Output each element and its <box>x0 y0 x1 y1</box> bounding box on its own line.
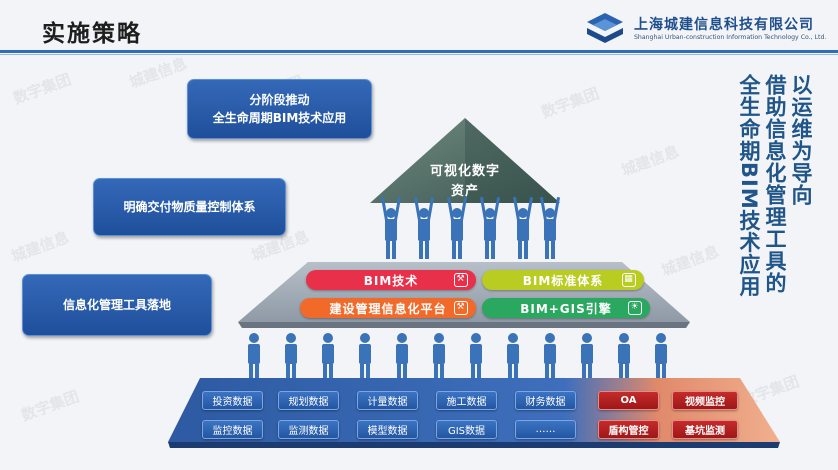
page-title: 实施策略 <box>42 21 142 47</box>
pill-label: BIM标准体系 <box>522 273 604 288</box>
company-logo-icon <box>587 13 623 43</box>
header-divider <box>0 50 838 53</box>
pill-label: 建设管理信息化平台 <box>329 301 447 316</box>
data-cell: 投资数据 <box>202 391 263 410</box>
slogan-line: 全生命期BIM技术应用 <box>737 74 761 298</box>
bulb-icon: ☀ <box>628 301 642 315</box>
pill-bim-gis: BIM+GIS引擎 ☀ <box>482 298 650 318</box>
support-figures-bottom <box>248 333 667 378</box>
wrench-icon: ⚒ <box>454 273 468 287</box>
slogan: 以运维为导向 借助信息化管理工具的 全生命期BIM技术应用 <box>708 74 814 304</box>
tools-icon: ⚒ <box>454 301 468 315</box>
system-cell: 基坑监测 <box>672 420 738 439</box>
data-cell: 模型数据 <box>357 420 418 439</box>
strategy-box-line: 分阶段推动 <box>249 93 310 107</box>
data-cell: 监测数据 <box>278 420 339 439</box>
data-cell: 规划数据 <box>278 391 339 410</box>
company-name: 上海城建信息科技有限公司 <box>634 17 814 33</box>
system-cell: 视频监控 <box>672 391 738 410</box>
strategy-box-tools: 信息化管理工具落地 <box>22 274 212 336</box>
company-name-en: Shanghai Urban-construction Information … <box>634 34 827 41</box>
slogan-line: 借助信息化管理工具的 <box>763 74 787 294</box>
header-divider-thin <box>0 54 838 55</box>
slogan-line: 以运维为导向 <box>789 74 813 206</box>
data-cell: 财务数据 <box>515 391 576 410</box>
strategy-box-line: 明确交付物质量控制体系 <box>123 200 256 214</box>
calendar-icon: ▦ <box>622 273 636 287</box>
data-cell: GIS数据 <box>436 420 497 439</box>
data-cell: 监控数据 <box>202 420 263 439</box>
data-cell: …… <box>515 420 576 439</box>
peak-label-line: 资产 <box>450 184 479 199</box>
peak-label: 可视化数字 资产 <box>398 162 532 202</box>
pill-label: BIM技术 <box>363 273 419 288</box>
support-figures-top <box>380 196 561 259</box>
system-cell: 盾构管控 <box>598 420 659 439</box>
pill-label: BIM+GIS引擎 <box>520 301 612 316</box>
strategy-box-line: 信息化管理工具落地 <box>62 298 171 312</box>
pill-bim-standard: BIM标准体系 ▦ <box>482 270 644 290</box>
strategy-box-quality: 明确交付物质量控制体系 <box>93 178 286 236</box>
system-cell: OA <box>598 391 659 410</box>
strategy-box-phased: 分阶段推动 全生命周期BIM技术应用 <box>187 79 372 139</box>
data-cell: 计量数据 <box>357 391 418 410</box>
peak-label-line: 可视化数字 <box>429 164 500 179</box>
pill-mgmt-platform: 建设管理信息化平台 ⚒ <box>300 298 476 318</box>
data-cell: 施工数据 <box>436 391 497 410</box>
peak-triangle <box>370 118 560 203</box>
strategy-box-line: 全生命周期BIM技术应用 <box>212 111 347 125</box>
pill-bim-tech: BIM技术 ⚒ <box>306 270 476 290</box>
